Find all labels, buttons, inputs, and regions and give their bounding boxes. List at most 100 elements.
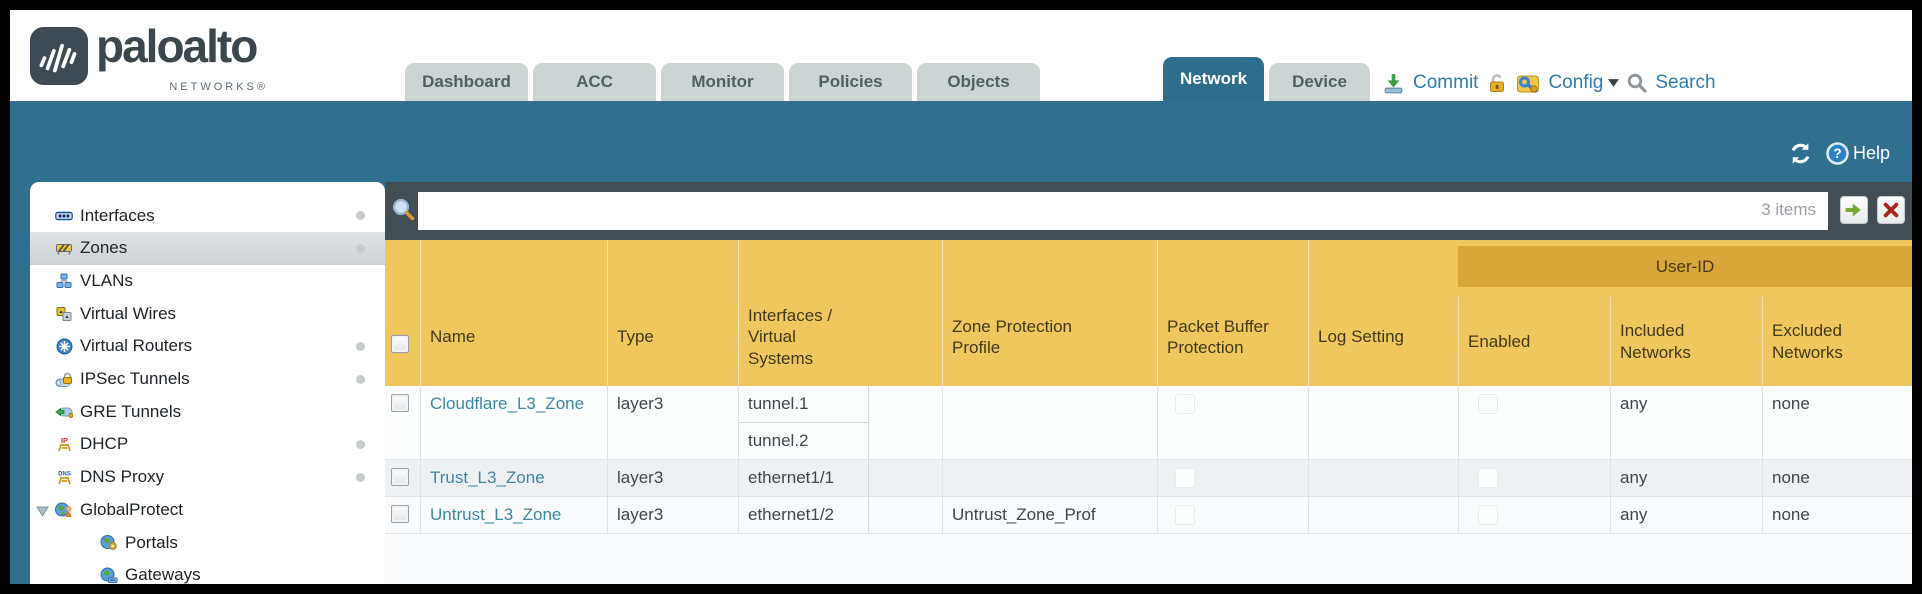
row-checkbox[interactable] [391,394,409,412]
interface-value[interactable]: tunnel.1 [739,386,869,423]
sidebar-item-gateways[interactable]: Gateways [30,559,385,584]
help-button[interactable]: ? Help [1825,141,1890,166]
tab-objects[interactable]: Objects [917,63,1040,101]
expander-icon[interactable] [36,504,49,522]
sidebar-item-label: DHCP [80,434,128,454]
gateways-icon [100,566,118,584]
config-button[interactable]: Config [1548,72,1603,94]
filter-input-wrap: 3 items [418,192,1828,230]
column-header-included-networks[interactable]: Included Networks [1610,297,1762,386]
sidebar-item-label: IPSec Tunnels [80,369,190,389]
unlock-icon[interactable] [1486,72,1508,94]
dns-proxy-icon: DNS [55,468,73,486]
included-networks: any [1610,386,1762,459]
packet-buffer-checkbox [1175,468,1195,488]
search-button[interactable]: Search [1655,72,1715,94]
tab-device[interactable]: Device [1269,63,1370,101]
user-id-group-header: User-ID [1458,246,1912,287]
zone-protection-profile [942,386,1157,459]
tab-policies[interactable]: Policies [789,63,912,101]
sidebar-item-label: Interfaces [80,206,155,226]
tab-acc[interactable]: ACC [533,63,656,101]
sidebar-item-label: Zones [80,238,127,258]
sidebar-item-virtual-wires[interactable]: Virtual Wires [30,297,385,330]
clear-filter-button[interactable] [1877,196,1905,224]
zone-name-link[interactable]: Cloudflare_L3_Zone [420,386,607,459]
filter-input[interactable] [418,192,1828,230]
green-arrow-icon [1843,199,1865,221]
log-setting [1308,386,1458,459]
header-checkbox-cell [385,240,420,386]
brand-name: paloalto [96,19,256,73]
sidebar-item-gre-tunnels[interactable]: GRE Tunnels [30,395,385,428]
refresh-button[interactable] [1788,141,1813,166]
column-header-interfaces[interactable]: Interfaces / Virtual Systems [738,240,942,386]
commit-button[interactable]: Commit [1413,72,1478,94]
zone-type: layer3 [607,460,738,496]
item-count: 3 items [1761,200,1816,220]
zone-protection-profile [942,460,1157,496]
included-networks: any [1610,460,1762,496]
column-header-type[interactable]: Type [607,240,738,386]
sidebar-item-ipsec-tunnels[interactable]: IPSec Tunnels [30,363,385,396]
tab-dashboard[interactable]: Dashboard [405,63,528,101]
help-label: Help [1853,143,1890,164]
interface-value[interactable]: tunnel.2 [739,423,869,459]
table-row: Untrust_L3_Zonelayer3ethernet1/2Untrust_… [385,497,1912,534]
sidebar-item-interfaces[interactable]: Interfaces [30,199,385,232]
sidebar-item-dhcp[interactable]: IP DHCP [30,428,385,461]
zone-protection-profile: Untrust_Zone_Prof [942,497,1157,533]
column-header-name[interactable]: Name [420,240,607,386]
sidebar-item-label: DNS Proxy [80,467,164,487]
help-icon: ? [1825,141,1850,166]
status-dot [356,440,365,449]
enabled-checkbox [1478,394,1498,414]
status-dot [356,244,365,253]
sidebar: InterfacesZonesVLANsVirtual WiresVirtual… [30,182,385,584]
interfaces-cell: ethernet1/1 [738,460,942,496]
interfaces-cell: tunnel.1tunnel.2 [738,386,942,459]
table-body: Cloudflare_L3_Zonelayer3tunnel.1tunnel.2… [385,386,1912,534]
column-header-packet-buffer-protection[interactable]: Packet Buffer Protection [1157,240,1308,386]
sidebar-item-zones[interactable]: Zones [30,232,385,265]
column-header-log-setting[interactable]: Log Setting [1308,240,1458,386]
sidebar-item-label: GRE Tunnels [80,402,181,422]
column-header-enabled[interactable]: Enabled [1458,297,1610,386]
zones-icon [55,239,73,257]
enabled-cell [1458,497,1610,533]
excluded-networks: none [1762,497,1912,533]
filter-bar: 3 items [385,182,1912,240]
packet-buffer-cell [1157,386,1308,459]
chevron-down-icon[interactable] [1608,79,1619,87]
select-all-checkbox[interactable] [391,335,409,353]
svg-text:IP: IP [60,436,67,445]
interface-value[interactable]: ethernet1/1 [739,460,869,496]
virtual-routers-icon [55,337,73,355]
packet-buffer-checkbox [1175,505,1195,525]
sidebar-item-vlans[interactable]: VLANs [30,264,385,297]
sidebar-item-virtual-routers[interactable]: Virtual Routers [30,330,385,363]
tab-network[interactable]: Network [1163,57,1264,101]
sidebar-item-label: Virtual Wires [80,304,176,324]
interface-value[interactable]: ethernet1/2 [739,497,869,533]
log-setting [1308,460,1458,496]
column-header-zone-protection-profile[interactable]: Zone Protection Profile [942,240,1157,386]
sidebar-item-dns-proxy[interactable]: DNS DNS Proxy [30,461,385,494]
config-icon [1516,71,1540,95]
interfaces-icon [55,207,73,225]
sidebar-item-globalprotect[interactable]: GlobalProtect [30,493,385,526]
gre-tunnels-icon [55,403,73,421]
tab-monitor[interactable]: Monitor [661,63,784,101]
virtual-wires-icon [55,305,73,323]
sidebar-item-portals[interactable]: Portals [30,526,385,559]
column-header-excluded-networks[interactable]: Excluded Networks [1762,297,1912,386]
sidebar-item-label: Portals [125,533,178,553]
apply-filter-button[interactable] [1840,196,1868,224]
zone-name-link[interactable]: Trust_L3_Zone [420,460,607,496]
row-checkbox[interactable] [391,468,409,486]
table-header: User-ID Name Type Interfaces / Virtual S… [385,240,1912,386]
header-actions: Commit Config [1382,66,1716,100]
globalprotect-icon [55,501,73,519]
zone-name-link[interactable]: Untrust_L3_Zone [420,497,607,533]
row-checkbox[interactable] [391,505,409,523]
